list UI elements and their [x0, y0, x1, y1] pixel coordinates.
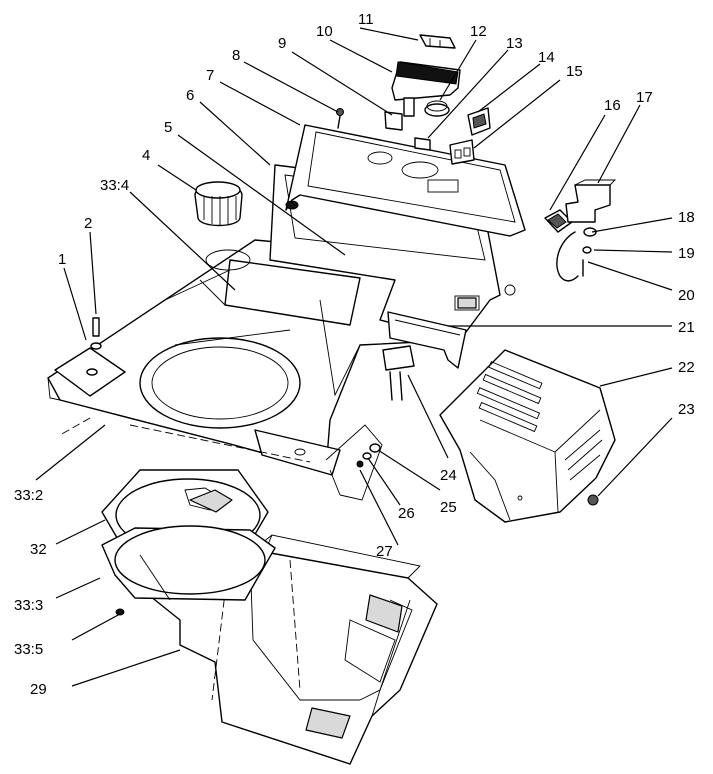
callout-1: 1 [58, 251, 66, 268]
cap-piece [419, 34, 456, 49]
callout-14: 14 [538, 49, 555, 66]
callout-20: 20 [678, 287, 695, 304]
callout-16: 16 [604, 97, 621, 114]
small-hardware [356, 443, 381, 468]
screw-top [336, 108, 344, 129]
callout-5: 5 [164, 119, 172, 136]
callout-33-5: 33:5 [14, 641, 43, 658]
callout-24: 24 [440, 467, 457, 484]
chute-flange-lower [101, 525, 276, 601]
callout-17: 17 [636, 89, 653, 106]
callout-13: 13 [506, 35, 523, 52]
callout-8: 8 [232, 47, 240, 64]
wire-harness [556, 227, 597, 282]
callout-19: 19 [678, 245, 695, 262]
plug-cover [565, 179, 617, 223]
callout-labels: 1 2 4 33:4 5 6 7 8 9 10 11 12 13 14 15 1… [14, 11, 695, 698]
callout-15: 15 [566, 63, 583, 80]
callout-22: 22 [678, 359, 695, 376]
callout-6: 6 [186, 87, 194, 104]
callout-26: 26 [398, 505, 415, 522]
mounting-bracket [387, 311, 467, 369]
callout-32: 32 [30, 541, 47, 558]
callout-7: 7 [206, 67, 214, 84]
electrical-connector [382, 345, 415, 401]
callout-33-2: 33:2 [14, 487, 43, 504]
switch-b [449, 139, 475, 165]
callout-21: 21 [678, 319, 695, 336]
fuel-cap [194, 181, 243, 227]
callout-9: 9 [278, 35, 286, 52]
callout-29: 29 [30, 681, 47, 698]
control-panel-front [285, 124, 526, 237]
callout-27: 27 [376, 543, 393, 560]
callout-11: 11 [358, 11, 374, 28]
primer-bulb-knob [391, 61, 461, 117]
callout-18: 18 [678, 209, 695, 226]
switch-a [467, 107, 491, 136]
callout-23: 23 [678, 401, 695, 418]
callout-33-4: 33:4 [100, 177, 129, 194]
callout-10: 10 [316, 23, 333, 40]
callout-4: 4 [142, 147, 150, 164]
callout-25: 25 [440, 499, 457, 516]
bolt-and-washer [86, 317, 102, 376]
engine-shroud [439, 349, 616, 523]
callout-12: 12 [470, 23, 487, 40]
key-knob [384, 111, 403, 131]
primer-grommet [414, 100, 450, 151]
callout-2: 2 [84, 215, 92, 232]
leader-lines [35, 27, 673, 687]
lower-chute-housing [149, 534, 438, 765]
callout-33-3: 33:3 [14, 597, 43, 614]
